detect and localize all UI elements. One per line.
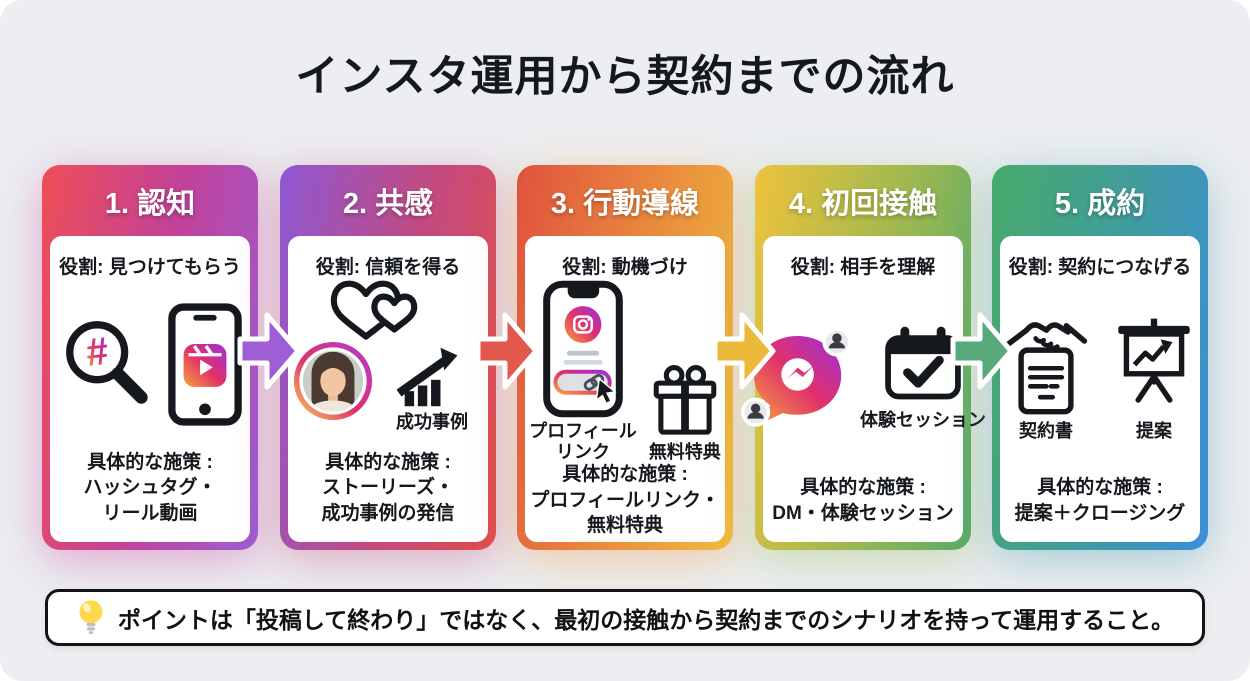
gift-label: 無料特典 [648, 441, 721, 462]
profile-link-column: プロフィール リンク [529, 279, 637, 462]
step-1-header: 1. 認知 [42, 165, 258, 236]
step-3-body: 役割: 動機づけ [525, 236, 725, 542]
profile-link-phone-icon [543, 280, 623, 418]
step-5-icons: 契約書 提案 [1003, 312, 1197, 442]
step-5-header-label: 5. 成約 [1054, 187, 1146, 220]
step-card-1-awareness: 1. 認知 役割: 見つけてもらう # [42, 165, 258, 550]
step-1-icons: # [58, 303, 242, 426]
handshake-contract-icon [1004, 322, 1088, 415]
step-5-header: 5. 成約 [992, 165, 1208, 236]
actions-line: DM・体験セッション [772, 502, 954, 524]
messenger-dm-icon [741, 326, 852, 427]
flow-arrow [712, 308, 776, 394]
user-avatar-icon [741, 397, 771, 427]
svg-text:#: # [84, 330, 110, 375]
proposal-label: 提案 [1136, 421, 1172, 442]
chart-label: 成功事例 [396, 412, 468, 433]
step-2-header-label: 2. 共感 [342, 187, 434, 220]
step-5-actions: 具体的な施策 : 提案＋クロージング [1015, 475, 1186, 526]
actions-heading: 具体的な施策 : [562, 464, 688, 486]
actions-line: 成功事例の発信 [321, 502, 455, 524]
contract-label: 契約書 [1019, 421, 1073, 442]
double-hearts-icon [330, 280, 418, 340]
step-4-role: 役割: 相手を理解 [790, 257, 936, 278]
step-card-4-first-contact: 4. 初回接触 役割: 相手を理解 [741, 165, 986, 550]
hashtag-magnifier-icon: # [66, 321, 148, 405]
calendar-check-icon [885, 326, 961, 400]
step-3-header-label: 3. 行動導線 [550, 187, 700, 220]
step-card-3-cta: 3. 行動導線 役割: 動機づけ [517, 165, 733, 550]
cursor-icon [595, 377, 617, 405]
step-1-header-label: 1. 認知 [104, 187, 196, 220]
actions-heading: 具体的な施策 : [87, 451, 213, 473]
actions-heading: 具体的な施策 : [325, 451, 451, 473]
flow-row: 1. 認知 役割: 見つけてもらう # [42, 165, 1208, 550]
step-2-icons: 成功事例 [288, 280, 488, 446]
presentation-board-icon [1118, 318, 1190, 403]
step-3-icons: プロフィール リンク 無料特典 [529, 279, 721, 462]
proposal-column: 提案 [1111, 315, 1197, 442]
step-2-actions: 具体的な施策 : ストーリーズ・ 成功事例の発信 [321, 450, 454, 526]
reels-phone-icon [168, 303, 242, 426]
success-chart-icon [396, 348, 458, 407]
step-card-5-close: 5. 成約 役割: 契約につなげる 契約書 [992, 165, 1208, 550]
step-3-role: 役割: 動機づけ [562, 257, 688, 278]
step-4-icons: 体験セッション [740, 324, 986, 431]
gift-column: 無料特典 [649, 362, 721, 463]
step-5-body: 役割: 契約につなげる 契約書 [1000, 236, 1200, 542]
calendar-column: 体験セッション [860, 324, 986, 431]
flow-arrow [475, 308, 539, 394]
actions-heading: 具体的な施策 : [1037, 477, 1163, 499]
flow-arrow [237, 308, 301, 394]
step-4-header: 4. 初回接触 [755, 165, 971, 236]
step-2-header: 2. 共感 [280, 165, 496, 236]
flow-arrow [950, 308, 1014, 394]
step-2-role: 役割: 信頼を得る [315, 257, 461, 278]
profile-link-label: プロフィール リンク [529, 421, 637, 462]
actions-line: リール動画 [102, 502, 198, 524]
step-4-actions: 具体的な施策 : DM・体験セッション [772, 475, 954, 526]
page-title: インスタ運用から契約までの流れ [295, 53, 955, 101]
actions-line: プロフィールリンク・ [530, 489, 720, 511]
step-4-header-label: 4. 初回接触 [788, 187, 938, 220]
actions-line: 無料特典 [586, 515, 663, 537]
lightbulb-icon [79, 599, 103, 634]
step-1-role: 役割: 見つけてもらう [59, 257, 241, 278]
actions-line: ストーリーズ・ [321, 477, 455, 499]
gift-icon [653, 364, 717, 435]
calendar-label: 体験セッション [860, 409, 986, 430]
actions-heading: 具体的な施策 : [800, 477, 926, 499]
user-avatar-icon [822, 326, 852, 357]
note-text: ポイントは「投稿して終わり」ではなく、最初の接触から契約までのシナリオを持って運… [117, 606, 1175, 633]
step-3-header: 3. 行動導線 [517, 165, 733, 236]
note-bar: ポイントは「投稿して終わり」ではなく、最初の接触から契約までのシナリオを持って運… [45, 589, 1205, 646]
step-1-actions: 具体的な施策 : ハッシュタグ・ リール動画 [83, 450, 216, 526]
step-2-body: 役割: 信頼を得る [288, 236, 488, 542]
actions-line: ハッシュタグ・ [83, 477, 217, 499]
step-4-body: 役割: 相手を理解 [741, 236, 986, 542]
customer-avatar [293, 342, 373, 421]
contract-column: 契約書 [1003, 312, 1089, 442]
step-3-actions: 具体的な施策 : プロフィールリンク・ 無料特典 [530, 462, 719, 538]
step-5-role: 役割: 契約につなげる [1008, 257, 1192, 278]
step-1-body: 役割: 見つけてもらう # [50, 236, 250, 542]
actions-line: 提案＋クロージング [1014, 502, 1186, 524]
step-card-2-empathy: 2. 共感 役割: 信頼を得る [280, 165, 496, 550]
